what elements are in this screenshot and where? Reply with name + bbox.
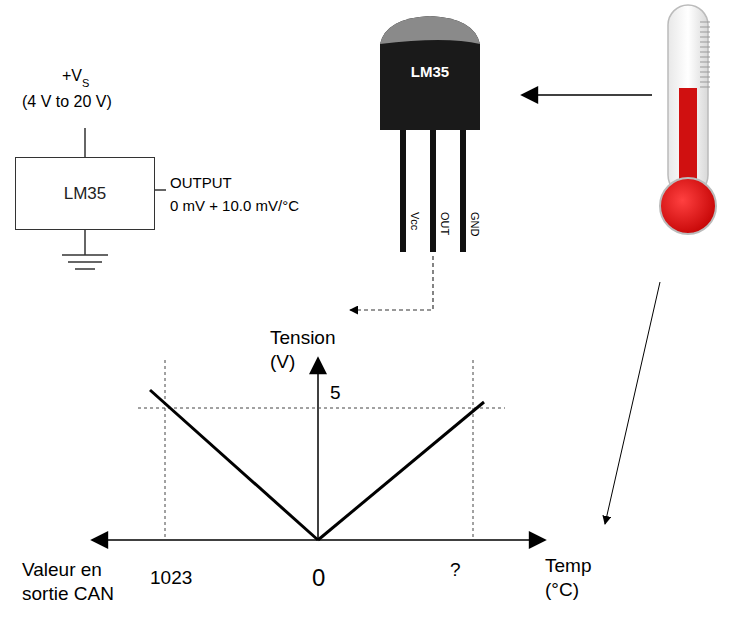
arrow [605, 282, 660, 524]
output-pin: OUTPUT [170, 174, 232, 193]
pin-name: OUT [437, 212, 451, 235]
graph [92, 358, 545, 540]
thermometer [660, 5, 716, 234]
pin-name: GND [467, 212, 481, 236]
node-text: LM35 [64, 183, 107, 204]
supply-pin: +V [62, 66, 82, 86]
axis-title: Tension (V) [270, 326, 344, 374]
node-text: LM35 [411, 63, 449, 82]
axis-title: Temp (°C) [545, 554, 615, 602]
arrow [522, 94, 652, 96]
tick-value: 5 [330, 381, 341, 405]
tick-value: 1023 [150, 566, 192, 590]
axis-title: Valeur en sortie CAN [22, 558, 140, 606]
to92-package: LM35 [376, 14, 484, 130]
subscript: S [82, 77, 89, 91]
package-leads [400, 128, 466, 252]
dashed-leader [350, 256, 433, 310]
schematic-wires [62, 128, 166, 269]
pin-name: Vcc [407, 212, 421, 230]
tick-value: ? [450, 558, 461, 582]
output-formula: 0 mV + 10.0 mV/°C [170, 197, 299, 216]
ic-block: LM35 [15, 157, 155, 230]
tick-value: 0 [312, 563, 325, 593]
supply-range: (4 V to 20 V) [22, 92, 112, 112]
